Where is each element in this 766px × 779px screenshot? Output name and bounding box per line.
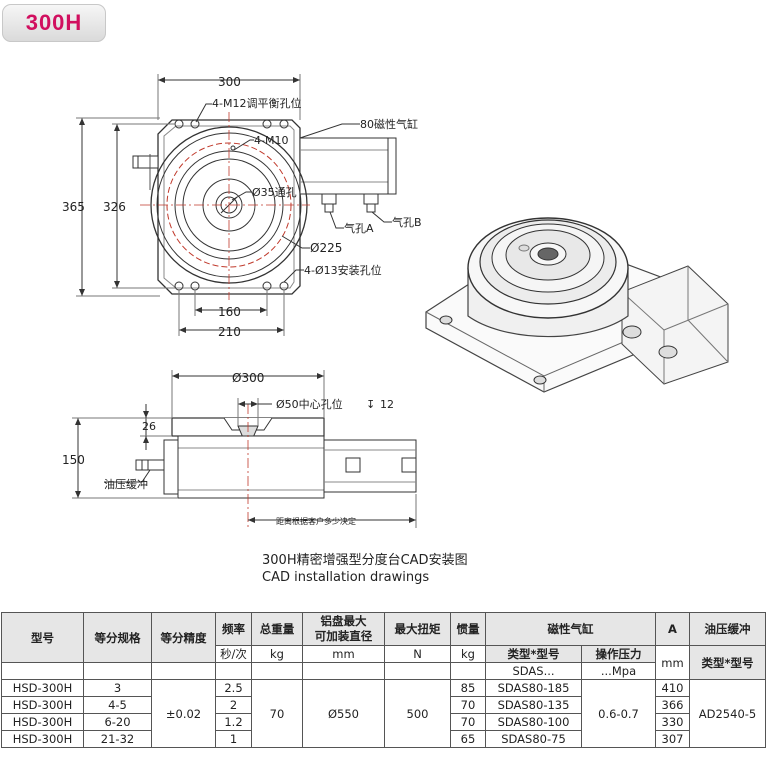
cell-division: 4-5 <box>83 696 152 714</box>
drawing-caption: 300H精密增强型分度台CAD安装图 CAD installation draw… <box>262 552 468 586</box>
unit-row-blank-6 <box>302 662 385 680</box>
cell-frequency: 2 <box>215 696 252 714</box>
cell-division: 21-32 <box>83 730 152 748</box>
cell-a: 366 <box>655 696 690 714</box>
note-diameter-225: Ø225 <box>310 241 342 255</box>
note-m10: 4-M10 <box>254 134 288 147</box>
th-cylinder: 磁性气缸 <box>485 612 656 646</box>
cell-inertia: 70 <box>450 696 486 714</box>
table-row: HSD-300H 21-32 1 65 SDAS80-75 307 <box>1 730 766 748</box>
th-cyl-type: 类型*型号 <box>485 645 582 663</box>
model-badge-text: 300H <box>25 10 83 35</box>
unit-cyl-pressure: ...Mpa <box>581 662 656 680</box>
side-view: Ø300 Ø50中心孔位 ↧ 12 26 150 油压缓冲 距离根据客户多少决定 <box>62 370 417 530</box>
cell-a: 330 <box>655 713 690 731</box>
th-plate: 铝盘最大 可加装直径 <box>302 612 385 646</box>
cell-inertia: 85 <box>450 679 486 697</box>
cell-cylinder: SDAS80-100 <box>485 713 582 731</box>
th-buffer: 油压缓冲 <box>689 612 766 646</box>
cell-model: HSD-300H <box>1 679 84 697</box>
cell-model: HSD-300H <box>1 713 84 731</box>
unit-plate: mm <box>302 645 385 663</box>
note-balance-holes: 4-M12调平衡孔位 <box>212 96 301 110</box>
unit-row-blank-4 <box>215 662 252 680</box>
cell-model: HSD-300H <box>1 730 84 748</box>
th-accuracy: 等分精度 <box>151 612 216 663</box>
side-note-depth: 12 <box>380 398 394 411</box>
th-frequency: 频率 <box>215 612 252 646</box>
cell-frequency: 2.5 <box>215 679 252 697</box>
th-plate-line2: 可加装直径 <box>314 629 373 643</box>
th-division: 等分规格 <box>83 612 152 663</box>
cell-a: 307 <box>655 730 690 748</box>
dim-160: 160 <box>218 305 241 319</box>
side-note-distance: 距离根据客户多少决定 <box>276 516 356 526</box>
note-cylinder: 80磁性气缸 <box>360 117 418 131</box>
th-weight: 总重量 <box>251 612 303 646</box>
dim-width-300: 300 <box>218 75 241 89</box>
unit-row-blank-8 <box>450 662 486 680</box>
side-dim-diameter-300: Ø300 <box>232 371 264 385</box>
cell-inertia: 70 <box>450 713 486 731</box>
cell-division: 6-20 <box>83 713 152 731</box>
note-port-a: 气孔A <box>344 221 374 235</box>
note-mount-holes: 4-Ø13安装孔位 <box>304 263 382 277</box>
model-badge: 300H <box>2 4 106 42</box>
unit-inertia: kg <box>450 645 486 663</box>
cell-model: HSD-300H <box>1 696 84 714</box>
side-note-buffer: 油压缓冲 <box>104 477 148 491</box>
unit-frequency: 秒/次 <box>215 645 252 663</box>
cad-drawing: 300 365 326 160 210 4-M12调平衡孔位 4-M10 80磁… <box>62 74 729 530</box>
dim-210: 210 <box>218 325 241 339</box>
note-port-b: 气孔B <box>392 215 422 229</box>
th-plate-line1: 铝盘最大 <box>320 614 367 628</box>
th-model: 型号 <box>1 612 84 663</box>
cell-accuracy: ±0.02 <box>151 679 216 748</box>
cell-pressure: 0.6-0.7 <box>581 679 656 748</box>
dim-height-326: 326 <box>103 200 126 214</box>
cell-cylinder: SDAS80-185 <box>485 679 582 697</box>
cell-division: 3 <box>83 679 152 697</box>
cell-cylinder: SDAS80-135 <box>485 696 582 714</box>
cell-cylinder: SDAS80-75 <box>485 730 582 748</box>
unit-row-blank-5 <box>251 662 303 680</box>
cell-inertia: 65 <box>450 730 486 748</box>
caption-cn: 300H精密增强型分度台CAD安装图 <box>262 553 468 568</box>
cell-torque: 500 <box>384 679 451 748</box>
cell-a: 410 <box>655 679 690 697</box>
th-torque: 最大扭矩 <box>384 612 451 646</box>
cell-weight: 70 <box>251 679 303 748</box>
isometric-view <box>425 217 729 393</box>
cell-plate: Ø550 <box>302 679 385 748</box>
th-inertia: 惯量 <box>450 612 486 646</box>
th-a: A <box>655 612 690 646</box>
caption-en: CAD installation drawings <box>262 570 430 585</box>
unit-row-blank-1 <box>1 662 84 680</box>
table-row: HSD-300H 3 ±0.02 2.5 70 Ø550 500 85 SDAS… <box>1 679 766 748</box>
unit-row-blank-2 <box>83 662 152 680</box>
unit-a: mm <box>655 645 690 680</box>
th-cyl-pressure: 操作压力 <box>581 645 656 663</box>
unit-torque: N <box>384 645 451 663</box>
spec-table: 型号 等分规格 等分精度 频率 总重量 铝盘最大 可加装直径 最大扭矩 惯量 磁… <box>1 612 766 748</box>
side-note-center-hole: Ø50中心孔位 <box>276 397 343 411</box>
cell-buffer: AD2540-5 <box>689 679 766 748</box>
cell-frequency: 1 <box>215 730 252 748</box>
unit-row-blank-7 <box>384 662 451 680</box>
unit-weight: kg <box>251 645 303 663</box>
th-buffer-type: 类型*型号 <box>689 645 766 680</box>
unit-row-blank-3 <box>151 662 216 680</box>
unit-cyl-type: SDAS... <box>485 662 582 680</box>
top-view: 300 365 326 160 210 4-M12调平衡孔位 4-M10 80磁… <box>62 74 422 339</box>
side-dim-150: 150 <box>62 453 85 467</box>
dim-height-365: 365 <box>62 200 85 214</box>
side-note-depth-symbol: ↧ <box>366 398 375 411</box>
side-dim-26: 26 <box>142 420 156 433</box>
note-center-hole: Ø35通孔 <box>252 186 297 199</box>
cell-frequency: 1.2 <box>215 713 252 731</box>
